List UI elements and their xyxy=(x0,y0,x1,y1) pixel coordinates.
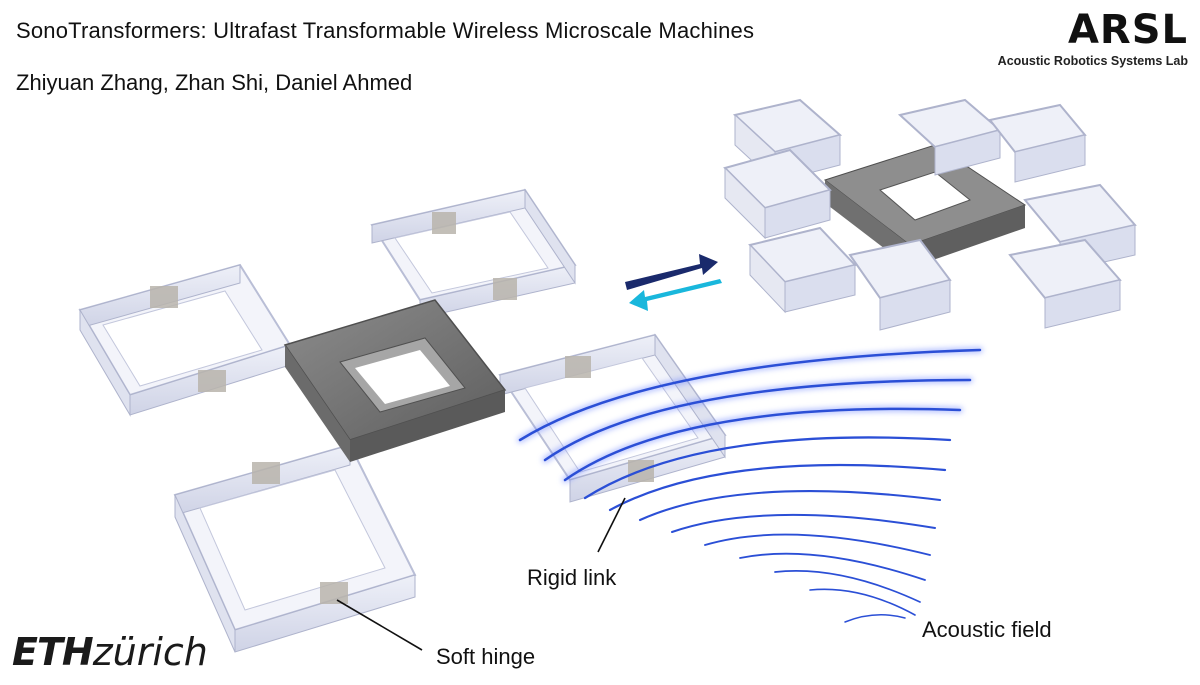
cube-3 xyxy=(897,98,1003,176)
cube-7 xyxy=(748,226,857,314)
frame-bottom-left xyxy=(173,443,417,653)
rigid-link-leader xyxy=(597,497,626,553)
rigid-link-label: Rigid link xyxy=(527,565,617,590)
cube-6 xyxy=(1008,238,1122,329)
frame-top-right xyxy=(370,188,577,319)
cube-4 xyxy=(988,103,1087,183)
zurich-logo-part: zürich xyxy=(92,630,208,674)
lab-abbreviation: ARSL xyxy=(1067,7,1188,53)
eth-zurich-logo: ETHzürich xyxy=(12,630,208,675)
page-title: SonoTransformers: Ultrafast Transformabl… xyxy=(16,18,755,43)
folded-machine xyxy=(723,98,1137,331)
acoustic-field-waves xyxy=(517,347,983,623)
soft-hinge-label: Soft hinge xyxy=(436,644,536,669)
authors: Zhiyuan Zhang, Zhan Shi, Daniel Ahmed xyxy=(16,70,413,95)
eth-logo-part: ETH xyxy=(12,630,94,674)
unfolded-machine xyxy=(78,188,727,653)
lab-name: Acoustic Robotics Systems Lab xyxy=(997,54,1188,68)
soft-hinge-leader xyxy=(336,599,423,651)
acoustic-field-label: Acoustic field xyxy=(922,617,1052,642)
cube-8 xyxy=(848,238,952,331)
frame-bottom-right xyxy=(498,333,727,503)
frame-top-left xyxy=(78,263,292,417)
cube-2 xyxy=(723,148,832,240)
rigid-body xyxy=(283,299,507,462)
arsl-logo: ARSL Acoustic Robotics Systems Lab xyxy=(998,10,1188,68)
reversible-arrows-icon xyxy=(625,254,722,311)
